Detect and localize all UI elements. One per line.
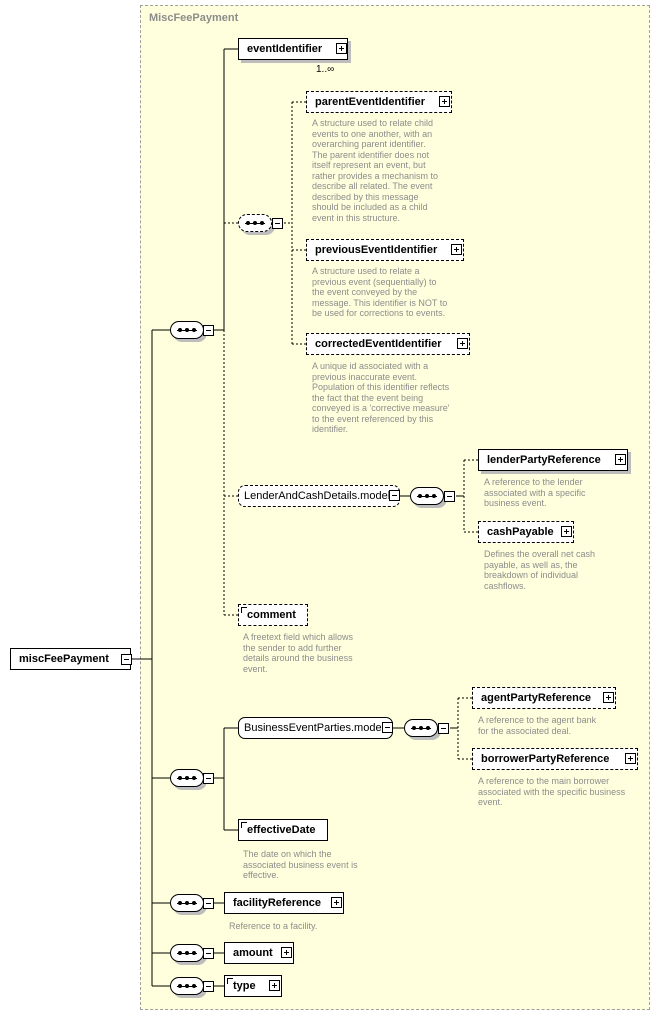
element-label: amount xyxy=(233,947,273,959)
collapse-icon[interactable] xyxy=(444,491,455,502)
sequence-compositor xyxy=(404,719,438,737)
element-documentation: A structure used to relate a previous ev… xyxy=(312,266,448,318)
element-label: effectiveDate xyxy=(247,824,316,836)
element-type[interactable]: type xyxy=(224,975,282,997)
root-element-label: miscFeePayment xyxy=(19,653,109,665)
element-documentation: Reference to a facility. xyxy=(229,921,318,931)
expand-icon[interactable] xyxy=(439,96,450,107)
group-business-event-parties[interactable]: BusinessEventParties.model xyxy=(238,717,393,739)
element-documentation: A reference to the lender associated wit… xyxy=(484,477,586,508)
element-corrected-event-identifier[interactable]: correctedEventIdentifier xyxy=(306,333,470,355)
sequence-compositor xyxy=(170,769,204,787)
sequence-compositor xyxy=(170,977,204,995)
expand-icon[interactable] xyxy=(625,753,636,764)
collapse-icon[interactable] xyxy=(272,218,283,229)
collapse-icon[interactable] xyxy=(203,325,214,336)
element-documentation: A structure used to relate child events … xyxy=(312,118,439,223)
element-event-identifier[interactable]: eventIdentifier xyxy=(238,38,348,60)
element-borrower-party-reference[interactable]: borrowerPartyReference xyxy=(472,748,638,770)
element-documentation: The date on which the associated busines… xyxy=(243,849,358,880)
element-cash-payable[interactable]: cashPayable xyxy=(478,521,574,543)
element-label: correctedEventIdentifier xyxy=(315,338,442,350)
element-amount[interactable]: amount xyxy=(224,942,294,964)
collapse-icon[interactable] xyxy=(203,948,214,959)
group-lender-and-cash-details[interactable]: LenderAndCashDetails.model xyxy=(238,485,400,507)
collapse-icon[interactable] xyxy=(203,773,214,784)
element-label: lenderPartyReference xyxy=(487,454,601,466)
expand-icon[interactable] xyxy=(269,980,280,991)
collapse-icon[interactable] xyxy=(203,898,214,909)
root-element-misc-fee-payment[interactable]: miscFeePayment xyxy=(10,648,132,670)
element-label: eventIdentifier xyxy=(247,43,323,55)
element-facility-reference[interactable]: facilityReference xyxy=(224,892,344,914)
sequence-compositor xyxy=(410,487,444,505)
element-label: comment xyxy=(247,609,296,621)
expand-icon[interactable] xyxy=(603,692,614,703)
optional-sequence-compositor xyxy=(238,214,272,232)
element-documentation: A reference to the main borrower associa… xyxy=(478,776,626,807)
element-label: facilityReference xyxy=(233,897,322,909)
collapse-icon[interactable] xyxy=(382,722,393,733)
sequence-compositor xyxy=(170,321,204,339)
element-documentation: A reference to the agent bank for the as… xyxy=(478,715,597,736)
element-effective-date[interactable]: effectiveDate xyxy=(238,819,328,841)
element-lender-party-reference[interactable]: lenderPartyReference xyxy=(478,449,628,471)
element-label: agentPartyReference xyxy=(481,692,592,704)
expand-icon[interactable] xyxy=(336,43,347,54)
group-label: BusinessEventParties.model xyxy=(244,722,385,734)
element-label: borrowerPartyReference xyxy=(481,753,610,765)
element-comment[interactable]: comment xyxy=(238,604,308,626)
expand-icon[interactable] xyxy=(331,897,342,908)
complex-type-name: MiscFeePayment xyxy=(149,12,239,24)
element-agent-party-reference[interactable]: agentPartyReference xyxy=(472,687,616,709)
collapse-icon[interactable] xyxy=(121,654,132,665)
element-label: parentEventIdentifier xyxy=(315,96,426,108)
collapse-icon[interactable] xyxy=(203,981,214,992)
expand-icon[interactable] xyxy=(281,947,292,958)
element-previous-event-identifier[interactable]: previousEventIdentifier xyxy=(306,239,464,261)
element-documentation: A unique id associated with a previous i… xyxy=(312,361,450,434)
expand-icon[interactable] xyxy=(561,526,572,537)
complex-type-container xyxy=(140,5,650,1010)
sequence-compositor xyxy=(170,944,204,962)
group-label: LenderAndCashDetails.model xyxy=(244,490,391,502)
sequence-compositor xyxy=(170,894,204,912)
element-parent-event-identifier[interactable]: parentEventIdentifier xyxy=(306,91,452,113)
expand-icon[interactable] xyxy=(451,244,462,255)
collapse-icon[interactable] xyxy=(438,723,449,734)
element-label: previousEventIdentifier xyxy=(315,244,438,256)
element-label: type xyxy=(233,980,256,992)
element-documentation: Defines the overall net cash payable, as… xyxy=(484,549,596,591)
collapse-icon[interactable] xyxy=(389,490,400,501)
cardinality-label: 1..∞ xyxy=(316,64,335,75)
expand-icon[interactable] xyxy=(615,454,626,465)
element-label: cashPayable xyxy=(487,526,554,538)
element-documentation: A freetext field which allows the sender… xyxy=(243,632,354,674)
expand-icon[interactable] xyxy=(457,338,468,349)
